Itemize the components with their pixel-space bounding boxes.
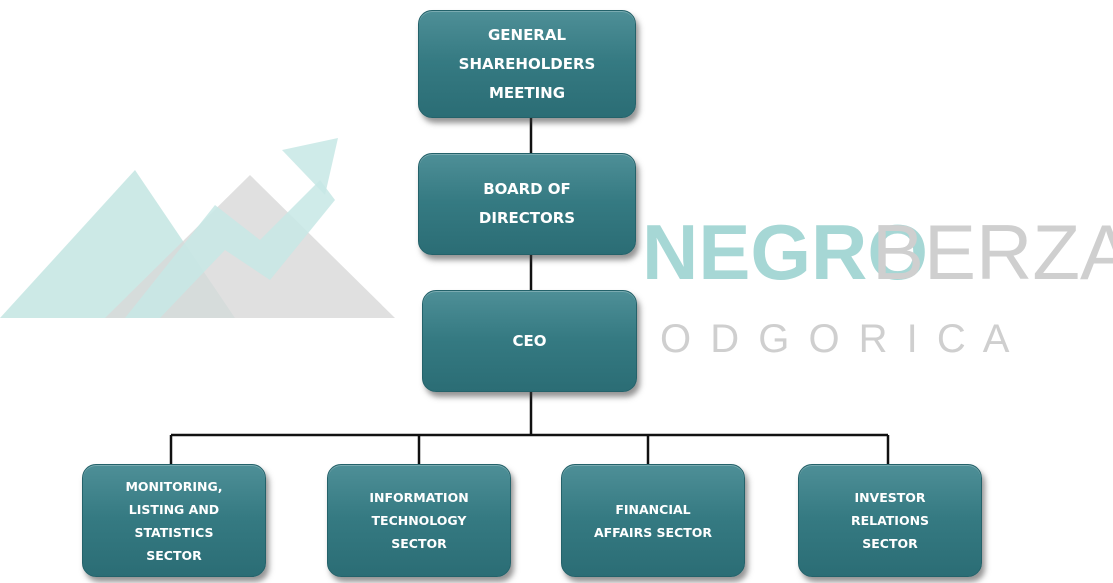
investor-relations-sector-node: INVESTOR RELATIONS SECTOR [798,464,982,577]
information-technology-sector-node: INFORMATION TECHNOLOGY SECTOR [327,464,511,577]
board-of-directors-label: BOARD OF DIRECTORS [478,180,576,227]
watermark-logo-arrow-head [282,138,338,195]
monitoring-sector-node: MONITORING, LISTING AND STATISTICS SECTO… [82,464,266,577]
general-shareholders-meeting-label: GENERAL SHAREHOLDERS MEETING [458,25,596,102]
financial-affairs-sector-node: FINANCIAL AFFAIRS SECTOR [561,464,745,577]
watermark-city: O D G O R I C A [660,317,1013,361]
general-shareholders-meeting-node: GENERAL SHAREHOLDERS MEETING [418,10,636,118]
ceo-node: CEO [422,290,637,392]
board-of-directors-node: BOARD OF DIRECTORS [418,153,636,255]
investor-relations-sector-label: INVESTOR RELATIONS SECTOR [850,490,930,551]
information-technology-sector-label: INFORMATION TECHNOLOGY SECTOR [369,490,469,551]
watermark-logo-arrow-body [125,180,335,318]
monitoring-sector-label: MONITORING, LISTING AND STATISTICS SECTO… [125,478,223,563]
watermark-brand-grey: BERZA [872,208,1113,296]
watermark-brand-teal: NEGRO [642,208,928,296]
financial-affairs-sector-label: FINANCIAL AFFAIRS SECTOR [593,501,713,540]
ceo-label: CEO [512,331,547,350]
